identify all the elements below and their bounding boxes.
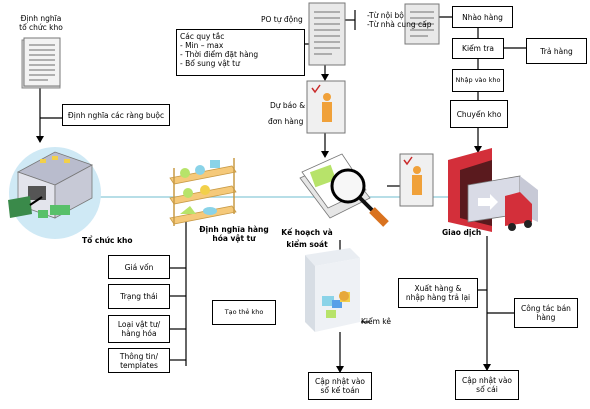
label-transaction: Giao dịch xyxy=(442,228,482,237)
box-item-type: Loại vật tư/hàng hóa xyxy=(108,315,170,343)
inventory-count-icon xyxy=(305,248,360,332)
truck-dock-icon xyxy=(448,148,538,232)
label-planning-line2: kiểm soát xyxy=(286,240,328,249)
forecast-document-icon xyxy=(306,80,346,134)
label-define-goods-line2: hóa vật tư xyxy=(212,234,256,243)
box-issue-returns: Xuất hàng &nhập hàng trả lại xyxy=(398,278,478,308)
receiving-document-icon xyxy=(404,3,440,45)
box-rules: Các quy tắc - Min – max - Thời điểm đặt … xyxy=(176,29,305,76)
planning-icon xyxy=(299,153,389,227)
label-define-org-line2: tổ chức kho xyxy=(19,23,63,32)
box-receive-goods: Nhào hàng xyxy=(452,6,513,28)
rules-item: - Thời điểm đặt hàng xyxy=(180,50,259,59)
rules-item: - Bổ sung vật tư xyxy=(180,59,240,68)
rules-item: - Min – max xyxy=(180,41,224,50)
po-document-icon xyxy=(308,2,346,66)
box-return-goods: Trả hàng xyxy=(526,38,587,64)
box-create-stock-card: Tạo thẻ kho xyxy=(212,300,276,325)
label-define-org-line1: Định nghĩa xyxy=(20,14,62,23)
document-icon xyxy=(21,37,61,89)
box-info-templates: Thông tin/templates xyxy=(108,348,170,373)
label-inventory-count: Kiểm kê xyxy=(361,317,391,326)
label-warehouse-org: Tổ chức kho xyxy=(82,236,133,245)
box-transfer: Chuyển kho xyxy=(450,100,508,128)
box-cost: Giá vốn xyxy=(108,255,170,279)
box-define-constraints: Định nghĩa các ràng buộc xyxy=(62,104,170,126)
label-supplier-source: -Từ nhà cung cấp xyxy=(367,20,432,29)
box-inspect: Kiểm tra xyxy=(452,38,504,59)
box-put-away: Nhập vào kho xyxy=(452,69,504,92)
box-status: Trạng thái xyxy=(108,284,170,309)
label-internal-source: -Từ nội bộ xyxy=(367,11,404,20)
label-auto-po: PO tự động xyxy=(261,15,303,24)
shelf-icon xyxy=(169,158,237,226)
rules-title: Các quy tắc xyxy=(180,32,225,41)
label-define-goods-line1: Định nghĩa hàng xyxy=(199,225,269,234)
label-forecast-line2: đơn hàng xyxy=(268,117,304,126)
warehouse-icon xyxy=(8,147,101,239)
label-planning-line1: Kế hoạch và xyxy=(281,228,333,237)
label-forecast-line1: Dự báo & xyxy=(270,101,306,110)
side-document-icon xyxy=(399,153,434,207)
